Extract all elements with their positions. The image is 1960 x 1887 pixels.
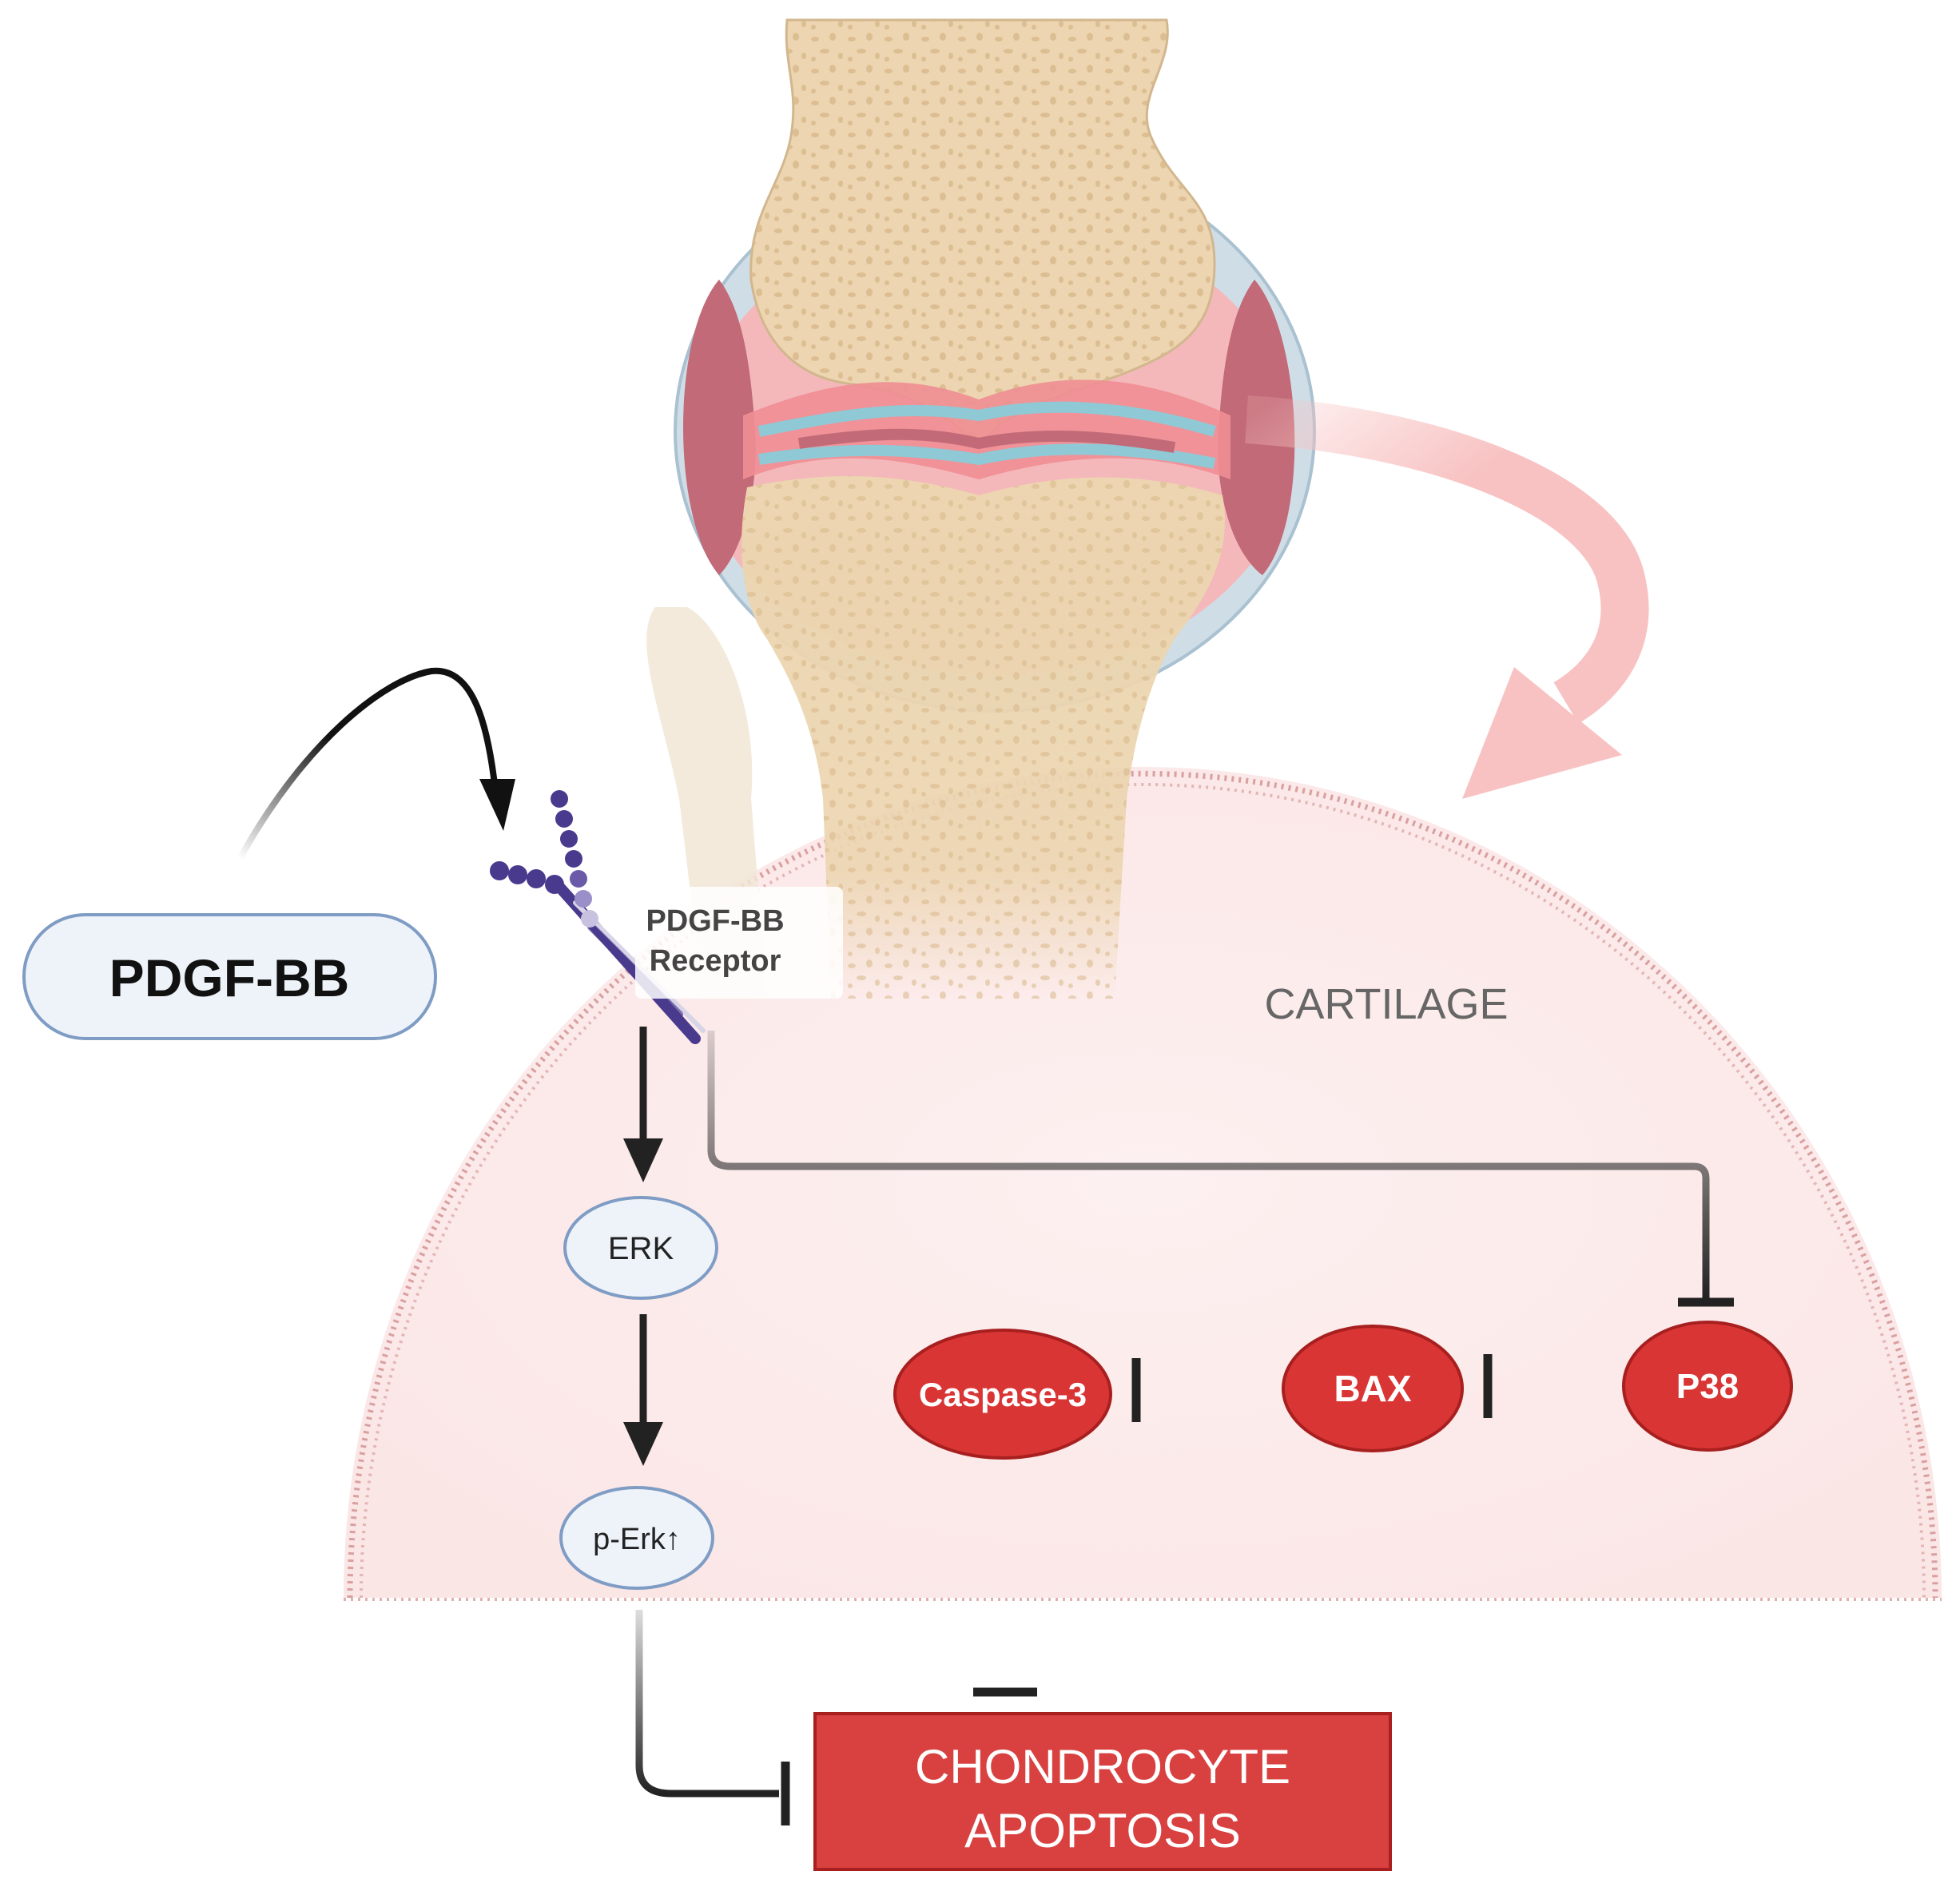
outcome-label-line2: APOPTOSIS bbox=[964, 1804, 1241, 1857]
caspase-3-node[interactable]: Caspase-3 bbox=[893, 1329, 1112, 1460]
receptor-label-line2: Receptor bbox=[650, 944, 781, 978]
outcome-label-line1: CHONDROCYTE bbox=[915, 1740, 1290, 1794]
p-erk-label: p-Erk↑ bbox=[593, 1523, 681, 1556]
erk-label: ERK bbox=[608, 1231, 674, 1266]
chondrocyte-apoptosis-node[interactable]: CHONDROCYTE APOPTOSIS bbox=[813, 1712, 1392, 1871]
p-erk-node[interactable]: p-Erk↑ bbox=[559, 1486, 714, 1590]
receptor-inhibits-p38 bbox=[707, 1031, 1734, 1307]
caspase3-inhibits-apoptosis bbox=[973, 1502, 1037, 1697]
p38-inhibits-bax bbox=[1483, 1354, 1606, 1418]
erk-node[interactable]: ERK bbox=[563, 1196, 718, 1300]
bax-label: BAX bbox=[1334, 1368, 1411, 1409]
bax-node[interactable]: BAX bbox=[1282, 1325, 1464, 1452]
pdgf-bb-label: PDGF-BB bbox=[109, 948, 350, 1007]
caspase-3-label: Caspase-3 bbox=[919, 1376, 1087, 1413]
receptor-label-line1: PDGF-BB bbox=[646, 904, 784, 938]
p38-label: P38 bbox=[1676, 1367, 1739, 1406]
joint-to-cartilage-arrow bbox=[1245, 395, 1649, 799]
perk-inhibits-apoptosis bbox=[635, 1610, 790, 1825]
receptor-to-erk-arrow bbox=[623, 1027, 663, 1182]
erk-to-perk-arrow bbox=[623, 1314, 663, 1466]
pdgf-bb-node[interactable]: PDGF-BB bbox=[22, 913, 437, 1040]
bax-inhibits-caspase3 bbox=[1131, 1358, 1258, 1422]
pdgf-to-receptor-arrow bbox=[237, 667, 515, 860]
cartilage-label: CARTILAGE bbox=[1264, 980, 1508, 1028]
receptor-label-box: PDGF-BB Receptor bbox=[635, 887, 843, 999]
p38-node[interactable]: P38 bbox=[1622, 1321, 1793, 1452]
